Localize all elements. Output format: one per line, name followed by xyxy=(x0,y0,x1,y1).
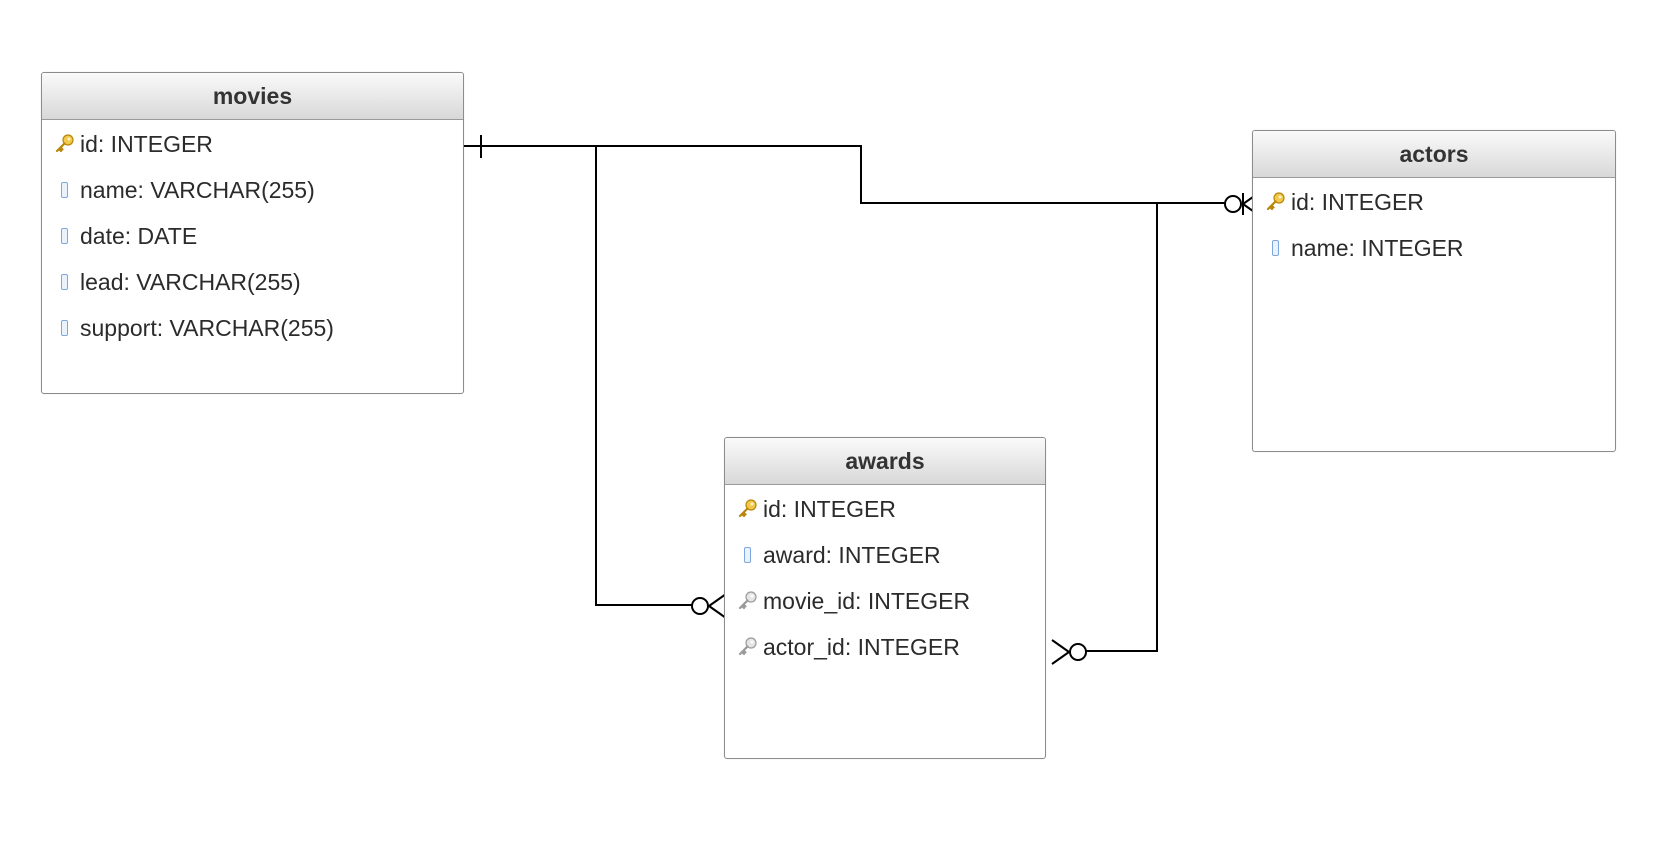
primary-key-icon xyxy=(738,499,757,518)
field-actor-id[interactable]: actor_id: INTEGER xyxy=(725,624,1045,670)
field-lead[interactable]: lead: VARCHAR(255) xyxy=(42,259,463,305)
crowfoot-awards-actor xyxy=(1051,639,1087,665)
field-label: award: INTEGER xyxy=(763,542,941,568)
column-icon xyxy=(61,182,68,198)
entity-actors[interactable]: actors id: INTEGER name: INTEGER xyxy=(1252,130,1616,452)
field-name[interactable]: name: VARCHAR(255) xyxy=(42,167,463,213)
field-label: name: VARCHAR(255) xyxy=(80,177,315,203)
field-label: date: DATE xyxy=(80,223,198,249)
field-name[interactable]: name: INTEGER xyxy=(1253,225,1615,271)
column-icon xyxy=(61,228,68,244)
link-actors-awards xyxy=(1083,203,1158,652)
column-icon xyxy=(61,320,68,336)
link-movies-actors xyxy=(464,145,1236,204)
primary-key-icon xyxy=(1266,192,1285,211)
field-id[interactable]: id: INTEGER xyxy=(725,486,1045,532)
field-id[interactable]: id: INTEGER xyxy=(42,121,463,167)
column-icon xyxy=(61,274,68,290)
entity-title: awards xyxy=(725,438,1045,485)
field-label: support: VARCHAR(255) xyxy=(80,315,334,341)
field-award[interactable]: award: INTEGER xyxy=(725,532,1045,578)
entity-awards[interactable]: awards id: INTEGER award: INTEGER xyxy=(724,437,1046,759)
crowfoot-awards-movie xyxy=(691,593,727,619)
entity-title: movies xyxy=(42,73,463,120)
field-id[interactable]: id: INTEGER xyxy=(1253,179,1615,225)
field-label: name: INTEGER xyxy=(1291,235,1464,261)
field-label: id: INTEGER xyxy=(763,496,896,522)
field-movie-id[interactable]: movie_id: INTEGER xyxy=(725,578,1045,624)
field-support[interactable]: support: VARCHAR(255) xyxy=(42,305,463,351)
field-label: actor_id: INTEGER xyxy=(763,634,960,660)
column-icon xyxy=(744,547,751,563)
foreign-key-icon xyxy=(738,591,757,610)
column-icon xyxy=(1272,240,1279,256)
foreign-key-icon xyxy=(738,637,757,656)
entity-movies[interactable]: movies id: INTEGER name: VARCHAR(255) da… xyxy=(41,72,464,394)
field-label: movie_id: INTEGER xyxy=(763,588,971,614)
entity-title: actors xyxy=(1253,131,1615,178)
primary-key-icon xyxy=(55,134,74,153)
field-label: id: INTEGER xyxy=(1291,189,1424,215)
field-label: lead: VARCHAR(255) xyxy=(80,269,301,295)
field-date[interactable]: date: DATE xyxy=(42,213,463,259)
field-label: id: INTEGER xyxy=(80,131,213,157)
link-movies-awards xyxy=(595,146,695,606)
